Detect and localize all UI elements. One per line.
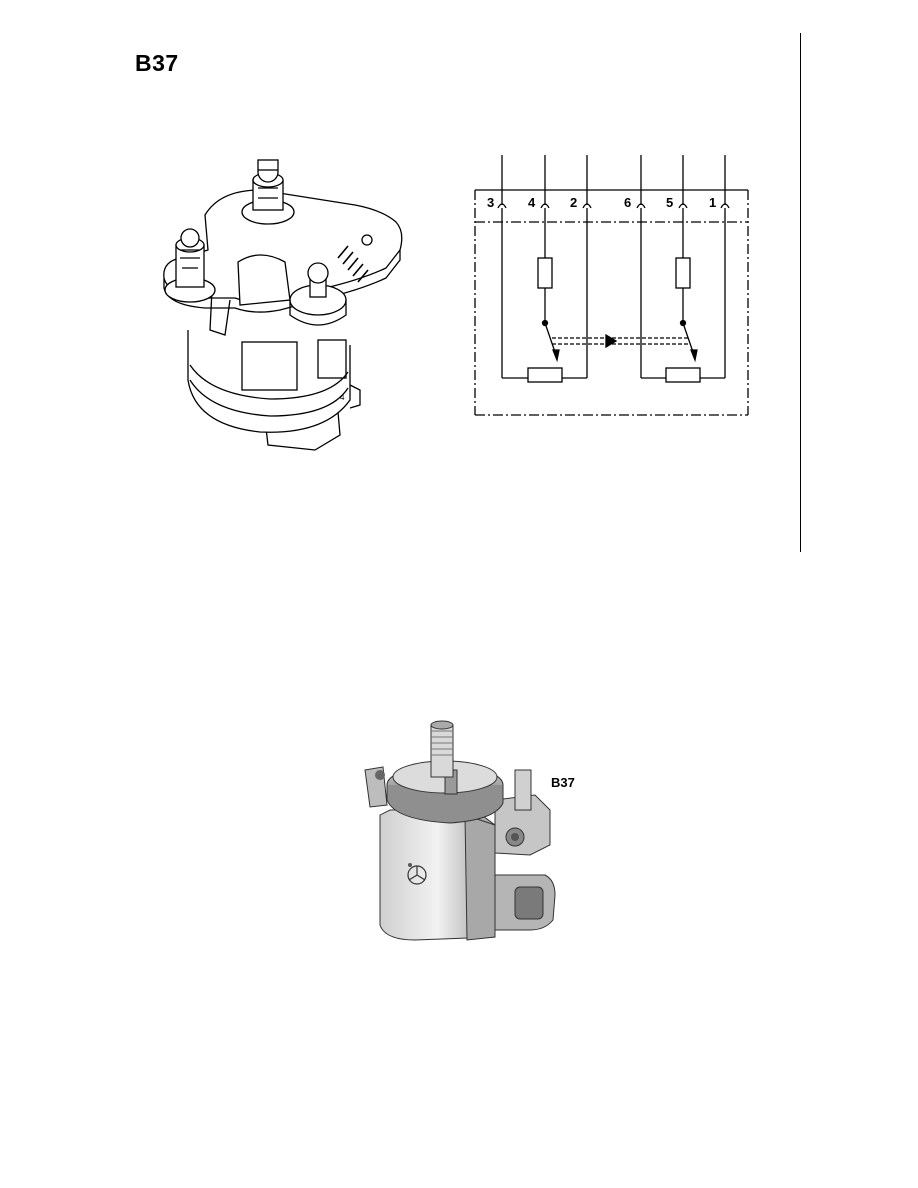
page-title: B37 [135,50,179,76]
svg-text:4: 4 [340,393,345,402]
pin-label: 1 [709,195,717,210]
vertical-divider [800,33,801,552]
pin-label: 3 [487,195,495,210]
pin-label: 4 [528,195,536,210]
component-photo [364,720,556,941]
pin-label: 6 [624,195,632,210]
pin-label: 5 [666,195,674,210]
component-label: B37 [551,775,575,790]
pin-label: 2 [570,195,578,210]
wiring-schematic: 3 4 2 6 5 1 [470,150,755,425]
sensor-line-drawing: 4 [163,159,403,451]
